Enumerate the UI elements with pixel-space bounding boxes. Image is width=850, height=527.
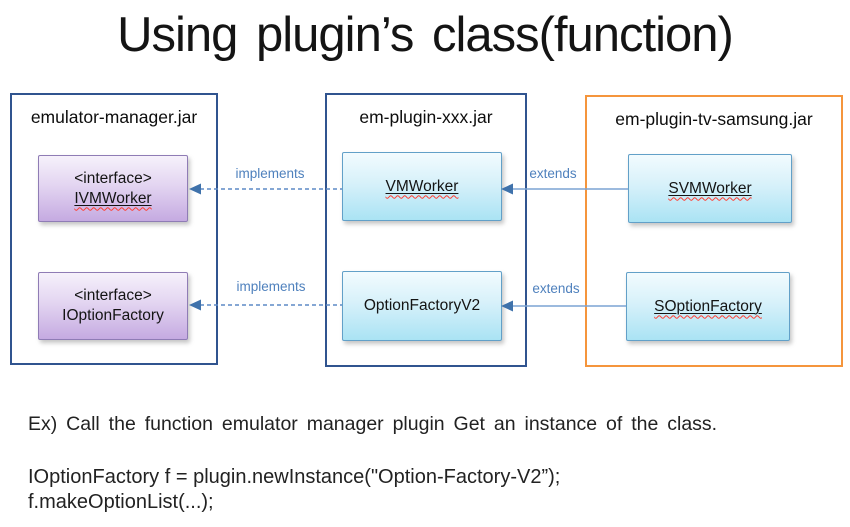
example-description: Ex) Call the function emulator manager p… <box>28 413 718 435</box>
misspelled-word: IVMWorker <box>74 189 151 209</box>
misspelled-word: SOptionFactory <box>654 297 762 317</box>
container-label-em-plugin-tv-samsung: em-plugin-tv-samsung.jar <box>615 109 813 129</box>
relation-label-extends-bottom: extends <box>532 281 580 296</box>
node-line-name: SVMWorker <box>668 179 752 197</box>
node-soptionfactory: SOptionFactory <box>626 272 790 341</box>
node-line-stereotype: <interface> <box>74 287 152 304</box>
node-line-name: IOptionFactory <box>62 307 164 324</box>
node-line-stereotype: <interface> <box>74 169 152 187</box>
page-title: Using plugin’s class(function) <box>117 8 734 62</box>
node-ioptionfactory: <interface> IOptionFactory <box>38 272 188 340</box>
container-label-em-plugin-xxx: em-plugin-xxx.jar <box>359 107 493 127</box>
node-ivmworker: <interface> IVMWorker <box>38 155 188 222</box>
node-optionfactoryv2: OptionFactoryV2 <box>342 271 502 341</box>
relation-label-extends-top: extends <box>529 166 577 181</box>
misspelled-word: SVMWorker <box>668 179 751 199</box>
relation-label-implements-bottom: implements <box>236 279 306 294</box>
node-svmworker: SVMWorker <box>628 154 792 223</box>
node-line-name: OptionFactoryV2 <box>363 297 481 314</box>
container-label-emulator-manager: emulator-manager.jar <box>30 107 198 127</box>
node-vmworker: VMWorker <box>342 152 502 221</box>
node-line-name: IVMWorker <box>74 189 152 207</box>
relation-label-implements-top: implements <box>235 166 305 181</box>
node-line-name: VMWorker <box>385 177 459 195</box>
node-line-name: SOptionFactory <box>654 297 762 315</box>
code-line-newinstance: IOptionFactory f = plugin.newInstance("O… <box>28 466 561 488</box>
misspelled-word: VMWorker <box>386 177 459 197</box>
code-line-makeoptionlist: f.makeOptionList(...); <box>28 491 214 513</box>
